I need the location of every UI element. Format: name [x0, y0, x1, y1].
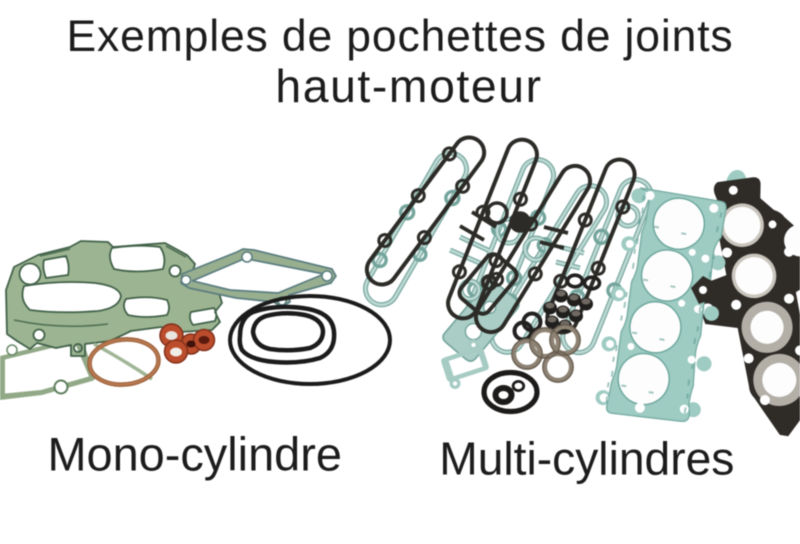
svg-text:Mono-cylindre: Mono-cylindre — [47, 428, 342, 480]
svg-text:Exemples de pochettes de joint: Exemples de pochettes de joints — [66, 12, 733, 61]
svg-text:Multi-cylindres: Multi-cylindres — [439, 433, 734, 485]
svg-text:haut-moteur: haut-moteur — [275, 60, 542, 112]
